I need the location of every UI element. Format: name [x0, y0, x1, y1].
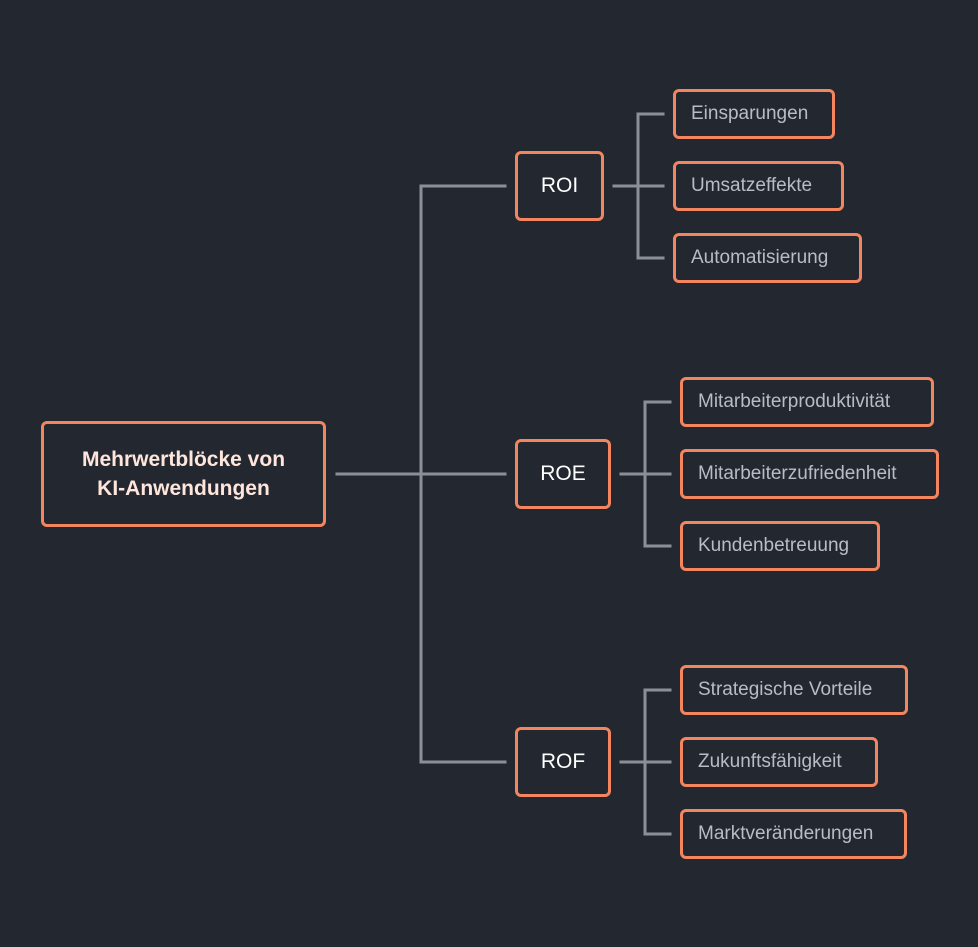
leaf-node-kundenbetreuung: Kundenbetreuung: [680, 521, 880, 571]
branch-node-rof: ROF: [515, 727, 611, 797]
branch-label: ROF: [540, 750, 586, 773]
leaf-label: Zukunftsfähigkeit: [698, 751, 842, 772]
leaf-label: Mitarbeiterzufriedenheit: [698, 463, 897, 484]
root-label-line1: Mehrwertblöcke von: [81, 448, 286, 471]
leaf-label: Umsatzeffekte: [691, 175, 813, 196]
leaf-node-automatisierung: Automatisierung: [673, 233, 862, 283]
branch-label: ROI: [540, 174, 579, 197]
root-label-line2: KI-Anwendungen: [97, 477, 270, 500]
leaf-label: Strategische Vorteile: [698, 679, 873, 700]
branch-label: ROE: [540, 462, 586, 485]
leaf-label: Kundenbetreuung: [698, 535, 850, 556]
leaf-node-marktveraenderungen: Marktveränderungen: [680, 809, 907, 859]
leaf-label: Marktveränderungen: [698, 823, 874, 844]
leaf-node-mitarbeiterzufriedenheit: Mitarbeiterzufriedenheit: [680, 449, 939, 499]
root-label: Mehrwertblöcke von KI-Anwendungen: [82, 445, 285, 503]
root-node: Mehrwertblöcke von KI-Anwendungen: [41, 421, 326, 527]
leaf-label: Automatisierung: [691, 247, 829, 268]
leaf-node-zukunftsfaehigkeit: Zukunftsfähigkeit: [680, 737, 878, 787]
leaf-node-umsatzeffekte: Umsatzeffekte: [673, 161, 844, 211]
leaf-node-mitarbeiterproduktivitaet: Mitarbeiterproduktivität: [680, 377, 934, 427]
branch-node-roe: ROE: [515, 439, 611, 509]
leaf-label: Einsparungen: [691, 103, 809, 124]
branch-node-roi: ROI: [515, 151, 604, 221]
leaf-label: Mitarbeiterproduktivität: [698, 391, 891, 412]
leaf-node-strategische-vorteile: Strategische Vorteile: [680, 665, 908, 715]
leaf-node-einsparungen: Einsparungen: [673, 89, 835, 139]
